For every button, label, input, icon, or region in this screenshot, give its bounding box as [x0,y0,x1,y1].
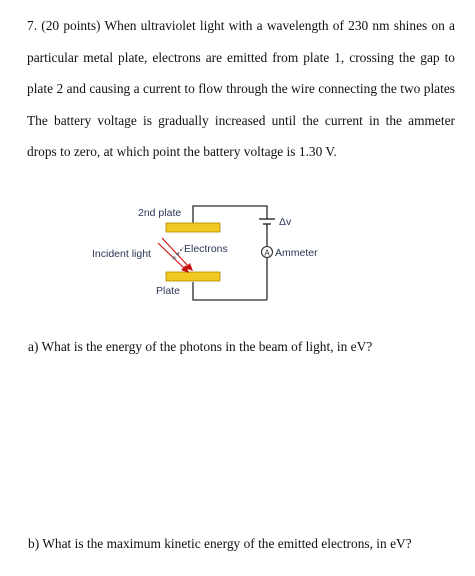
label-ammeter: Ammeter [275,247,318,259]
emitter-plate [165,271,221,282]
label-2nd-plate: 2nd plate [138,207,181,219]
question-a: a) What is the energy of the photons in … [28,339,373,354]
light-ray [157,237,191,271]
battery-symbol [259,218,275,229]
electron-path [172,246,185,260]
problem-statement: 7. (20 points) When ultraviolet light wi… [27,18,455,159]
ammeter-icon [260,245,274,259]
question-b: b) What is the maximum kinetic energy of… [28,536,412,551]
label-delta-v: Δv [279,216,292,228]
label-electrons: Electrons [184,243,228,255]
label-plate: Plate [156,285,180,297]
second-plate [165,222,221,233]
label-incident-light: Incident light [92,248,151,260]
ammeter-symbol: A [264,249,270,258]
light-ray-arrowhead [181,263,193,273]
circuit-wire [192,205,268,301]
